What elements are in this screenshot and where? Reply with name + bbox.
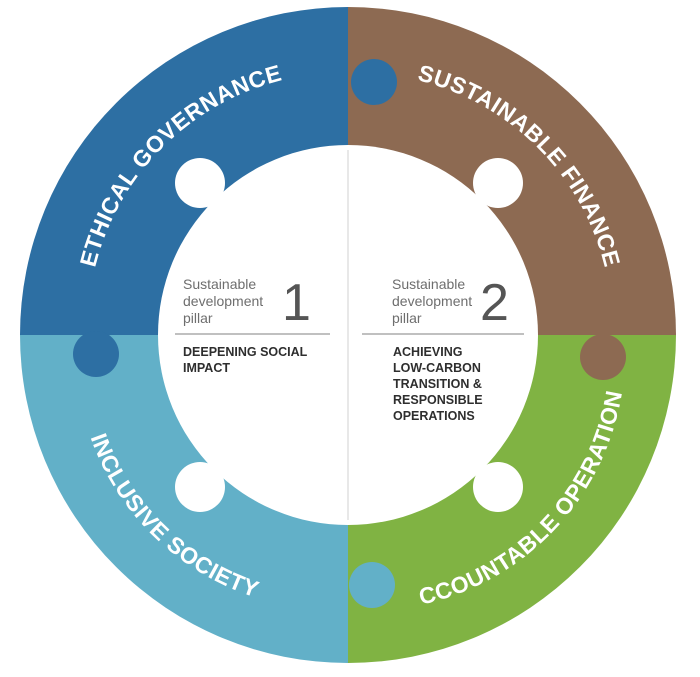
- pillar-1-caption-line-3: pillar: [183, 310, 213, 326]
- pillar-2-description-line-5: OPERATIONS: [393, 409, 475, 423]
- pillar-2-caption-line-1: Sustainable: [392, 276, 465, 292]
- pillar-2-caption-line-3: pillar: [392, 310, 422, 326]
- puzzle-knob-brown-right: [580, 334, 626, 380]
- pillar-2-caption-line-2: development: [392, 293, 472, 309]
- puzzle-knob-blue-top: [351, 59, 397, 105]
- pillar-2-description-line-2: LOW-CARBON: [393, 361, 481, 375]
- pillar-1-description-line-2: IMPACT: [183, 361, 230, 375]
- pillar-2: Sustainable development pillar 2 ACHIEVI…: [392, 274, 509, 423]
- pillar-1-caption-line-1: Sustainable: [183, 276, 256, 292]
- pillar-2-description-line-1: ACHIEVING: [393, 345, 462, 359]
- hub-knob-top-left: [175, 158, 225, 208]
- pillar-2-description-line-3: TRANSITION &: [393, 377, 482, 391]
- pillar-1-description-line-1: DEEPENING SOCIAL: [183, 345, 308, 359]
- hub-knob-bottom-left: [175, 462, 225, 512]
- hub-knob-top-right: [473, 158, 523, 208]
- puzzle-knob-lightblue-bottom: [349, 562, 395, 608]
- pillar-2-number: 2: [480, 274, 509, 332]
- pillar-2-description-line-4: RESPONSIBLE: [393, 393, 483, 407]
- pillar-1-number: 1: [282, 274, 311, 332]
- hub-knob-bottom-right: [473, 462, 523, 512]
- pillar-1-caption-line-2: development: [183, 293, 263, 309]
- puzzle-knob-lightblue-left: [73, 331, 119, 377]
- pillar-1: Sustainable development pillar 1 DEEPENI…: [183, 274, 311, 375]
